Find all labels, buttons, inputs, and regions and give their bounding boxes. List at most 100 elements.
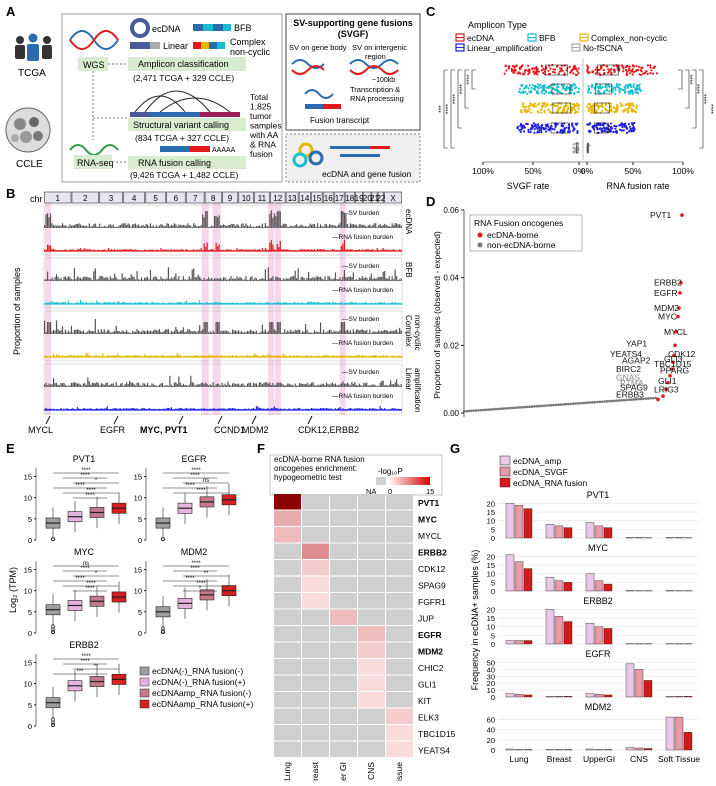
y-tick-label: 0 — [28, 536, 32, 545]
heat-cell — [302, 725, 329, 741]
sv-burden-bar — [78, 278, 79, 281]
legend-label: Complex_non-cyclic — [591, 33, 668, 43]
svgf-point — [528, 108, 530, 110]
sv-burden-bar — [162, 225, 163, 228]
sv-burden-bar — [342, 211, 343, 228]
sv-burden-bar — [156, 225, 157, 228]
sv-burden-bar — [105, 383, 106, 387]
sv-burden-bar — [160, 224, 161, 228]
sv-burden-bar — [239, 385, 240, 387]
sv-burden-bar — [265, 223, 266, 228]
sv-burden-bar — [327, 276, 328, 281]
bar — [506, 555, 514, 591]
sv-burden-bar — [251, 227, 252, 228]
sv-burden-bar — [95, 268, 96, 281]
sv-burden-bar — [235, 226, 236, 228]
rna-point — [638, 88, 640, 90]
sv-burden-bar — [139, 280, 140, 281]
sv-burden-bar — [74, 382, 75, 387]
sv-burden-bar — [315, 332, 316, 334]
sv-burden-bar — [172, 226, 173, 228]
sv-burden-bar — [278, 383, 279, 387]
sv-burden-bar — [324, 276, 325, 281]
sv-burden-bar — [159, 225, 160, 228]
sv-burden-bar — [104, 385, 105, 387]
sv-burden-bar — [238, 330, 239, 334]
sv-burden-bar — [332, 332, 333, 334]
svgf-point — [550, 111, 552, 113]
sv-burden-bar — [134, 224, 135, 228]
sv-burden-bar — [154, 329, 155, 334]
rna-point — [633, 127, 635, 129]
heat-cell — [302, 593, 329, 609]
col-label-1: Breast — [310, 761, 320, 781]
sv-burden-bar — [120, 332, 121, 334]
sv-burden-bar — [236, 332, 237, 334]
legend-label: No-fSCNA — [583, 43, 623, 53]
sv-burden-bar — [366, 383, 367, 387]
total-note-line: fusion — [250, 149, 273, 159]
scale-tick-15: 15 — [426, 487, 434, 496]
sv-burden-bar — [165, 330, 166, 334]
sv-burden-bar — [284, 329, 285, 334]
grey-point — [649, 397, 652, 400]
svgf-point — [577, 91, 579, 93]
sv-burden-bar — [263, 227, 264, 228]
sv-burden-bar — [166, 329, 167, 334]
rna-point — [649, 72, 651, 74]
sv-burden-bar — [380, 277, 381, 281]
sv-burden-bar — [193, 331, 194, 334]
svgf-point — [529, 102, 531, 104]
rna-point — [600, 66, 602, 68]
svgf-point — [505, 69, 507, 71]
svgf-point — [508, 65, 510, 67]
sv-burden-bar — [307, 227, 308, 228]
sv-burden-bar — [342, 277, 343, 281]
sv-burden-bar — [125, 332, 126, 334]
sv-burden-bar — [318, 385, 319, 387]
sv-burden-bar — [169, 279, 170, 281]
heat-cell — [302, 692, 329, 708]
sv-burden-bar — [366, 227, 367, 228]
aaaaa-label: AAAAA — [212, 147, 236, 154]
grey-point — [480, 409, 483, 412]
bar — [555, 526, 563, 538]
sv-burden-bar — [110, 385, 111, 387]
y-tick-label: 15 — [134, 565, 142, 574]
svgf-point — [525, 106, 527, 108]
sv-burden-bar — [281, 333, 282, 334]
ccle-label: CCLE — [16, 159, 43, 170]
sv-burden-bar — [396, 223, 397, 228]
sv-burden-bar — [313, 382, 314, 387]
sv-burden-bar — [259, 333, 260, 334]
rna-point — [625, 104, 627, 106]
svgf-point — [573, 146, 575, 148]
heat-cell — [274, 659, 301, 675]
rna-point — [601, 128, 603, 130]
sv-burden-bar — [254, 278, 255, 281]
svgf-point — [577, 67, 579, 69]
bar — [515, 694, 523, 697]
sv-burden-bar — [162, 332, 163, 334]
bar — [666, 590, 674, 591]
sv-burden-bar — [204, 384, 205, 387]
y-tick-label: 0.02 — [443, 341, 459, 350]
sv-burden-bar — [59, 226, 60, 228]
sv-burden-bar — [134, 384, 135, 387]
sv-burden-bar — [129, 381, 130, 387]
svgf-point — [547, 70, 549, 72]
panel-b-ylabel: Proportion of samples — [12, 267, 22, 355]
rna-point — [610, 68, 612, 70]
sv-burden-bar — [296, 331, 297, 334]
sv-burden-bar — [284, 279, 285, 281]
sv-burden-bar — [256, 226, 257, 228]
sv-burden-bar — [278, 322, 279, 334]
grey-point — [603, 400, 606, 403]
total-note-line: with AA — [249, 130, 279, 140]
sv-burden-bar — [362, 386, 363, 387]
svgf-point — [518, 129, 520, 131]
grey-point — [504, 407, 507, 410]
sig-label-right: **** — [686, 74, 693, 85]
sv-burden-bar — [44, 225, 45, 228]
sv-burden-bar — [360, 278, 361, 281]
